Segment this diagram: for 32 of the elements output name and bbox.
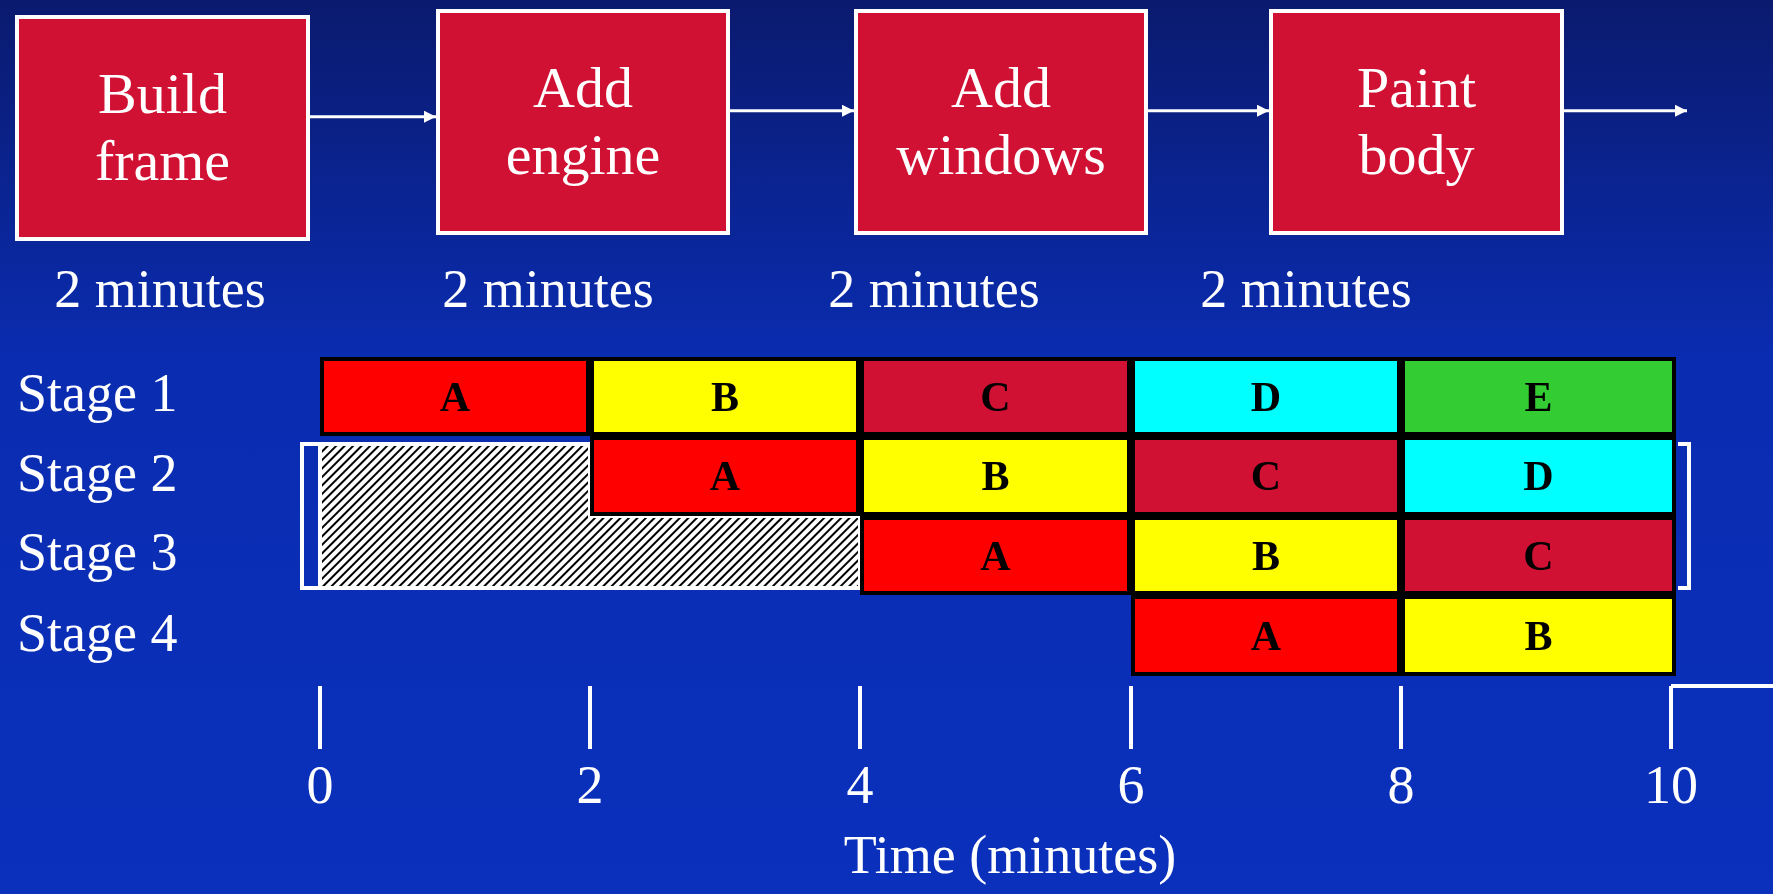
schedule-cell: B bbox=[860, 436, 1131, 516]
schedule-cell: C bbox=[1401, 516, 1676, 595]
process-box: Add windows bbox=[854, 9, 1148, 235]
arrow bbox=[1148, 104, 1269, 117]
schedule-cell: A bbox=[1131, 595, 1401, 676]
schedule-cell: C bbox=[860, 357, 1131, 436]
schedule-cell: D bbox=[1131, 357, 1401, 436]
tick-label: 10 bbox=[1644, 758, 1698, 812]
schedule-cell: C bbox=[1131, 436, 1401, 516]
arrow bbox=[1564, 104, 1687, 117]
schedule-cell: B bbox=[1401, 595, 1676, 676]
arrow bbox=[310, 110, 436, 123]
schedule-cell: D bbox=[1401, 436, 1676, 516]
process-box: Add engine bbox=[436, 9, 730, 235]
tick-label: 4 bbox=[846, 758, 874, 812]
duration-text: 2 minutes bbox=[828, 262, 1040, 316]
tick-label: 0 bbox=[306, 758, 334, 812]
schedule-cell: A bbox=[320, 357, 590, 436]
tick-label: 2 bbox=[576, 758, 604, 812]
schedule-cell: A bbox=[860, 516, 1131, 595]
arrow bbox=[730, 104, 854, 117]
tick-label: 8 bbox=[1387, 758, 1415, 812]
duration-text: 2 minutes bbox=[1200, 262, 1412, 316]
process-box: Paint body bbox=[1269, 9, 1564, 235]
duration-text: 2 minutes bbox=[54, 262, 266, 316]
schedule-cell: E bbox=[1401, 357, 1676, 436]
duration-text: 2 minutes bbox=[442, 262, 654, 316]
tick-label: 6 bbox=[1117, 758, 1145, 812]
schedule-cell: A bbox=[590, 436, 860, 516]
process-box: Build frame bbox=[15, 15, 310, 241]
schedule-cell: B bbox=[1131, 516, 1401, 595]
schedule-cell: B bbox=[590, 357, 860, 436]
